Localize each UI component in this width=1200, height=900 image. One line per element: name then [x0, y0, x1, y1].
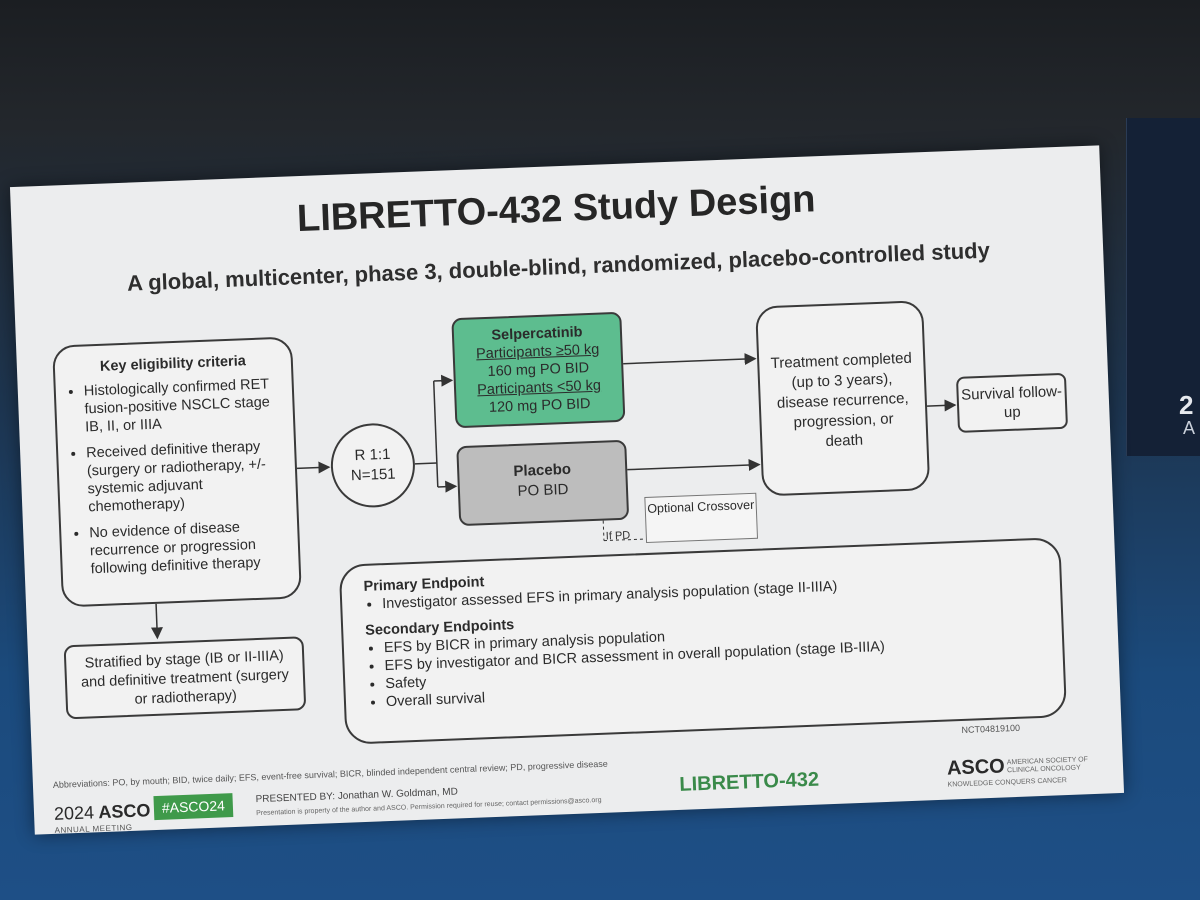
arrow-to-placebo [437, 480, 458, 493]
asco-society-logo: ASCO [946, 755, 1006, 780]
eligibility-criteria-box: Key eligibility criteria Histologically … [52, 336, 302, 608]
endpoints-box: Primary Endpoint Investigator assessed E… [338, 537, 1068, 745]
randomization-n: N=151 [350, 465, 396, 485]
arrow-branch-stem [414, 462, 437, 465]
arrow-criteria-to-randomization [296, 461, 331, 474]
dashed-pd-line-down [602, 520, 605, 541]
arrow-placebo-to-completed [627, 459, 761, 472]
if-pd-label: If PD [605, 529, 631, 543]
arrow-completed-to-survival [927, 399, 957, 412]
asco-meeting-logo: 2024 ASCO [54, 800, 151, 825]
adjacent-screen-text-large: 2 [1179, 390, 1194, 420]
arrow-selpercatinib-to-completed [623, 353, 757, 366]
survival-follow-up-box: Survival follow-up [955, 372, 1069, 433]
stratification-box: Stratified by stage (IB or II-IIIA) and … [63, 636, 307, 720]
arrow-to-selpercatinib [433, 374, 454, 387]
flow-arrows [150, 353, 957, 640]
selpercatinib-arm-box: Selpercatinib Participants ≥50 kg 160 mg… [451, 311, 626, 429]
asco-logo-text: ASCO [98, 800, 151, 823]
arrow-branch-split [432, 381, 439, 487]
placebo-arm-box: Placebo PO BID [456, 439, 630, 527]
meeting-year: 2024 [53, 802, 95, 824]
optional-crossover-box: Optional Crossover [644, 492, 759, 544]
eligibility-criteria-heading: Key eligibility criteria [99, 353, 247, 375]
eligibility-criterion: No evidence of disease recurrence or pro… [89, 517, 285, 578]
dashed-pd-line-right [603, 538, 644, 542]
hashtag-badge: #ASCO24 [153, 793, 234, 821]
eligibility-criterion: Received definitive therapy (surgery or … [86, 437, 283, 516]
arrow-criteria-to-stratified [150, 603, 163, 640]
adjacent-screen-panel: 2 A [1126, 118, 1200, 456]
adjacent-screen-text-small: A [1183, 418, 1196, 438]
presentation-slide: LIBRETTO-432 Study Design A global, mult… [9, 145, 1125, 835]
treatment-completed-box: Treatment completed (up to 3 years), dis… [755, 300, 931, 497]
annual-meeting-label: ANNUAL MEETING [54, 822, 133, 835]
eligibility-criterion: Histologically confirmed RET fusion-posi… [84, 375, 280, 436]
